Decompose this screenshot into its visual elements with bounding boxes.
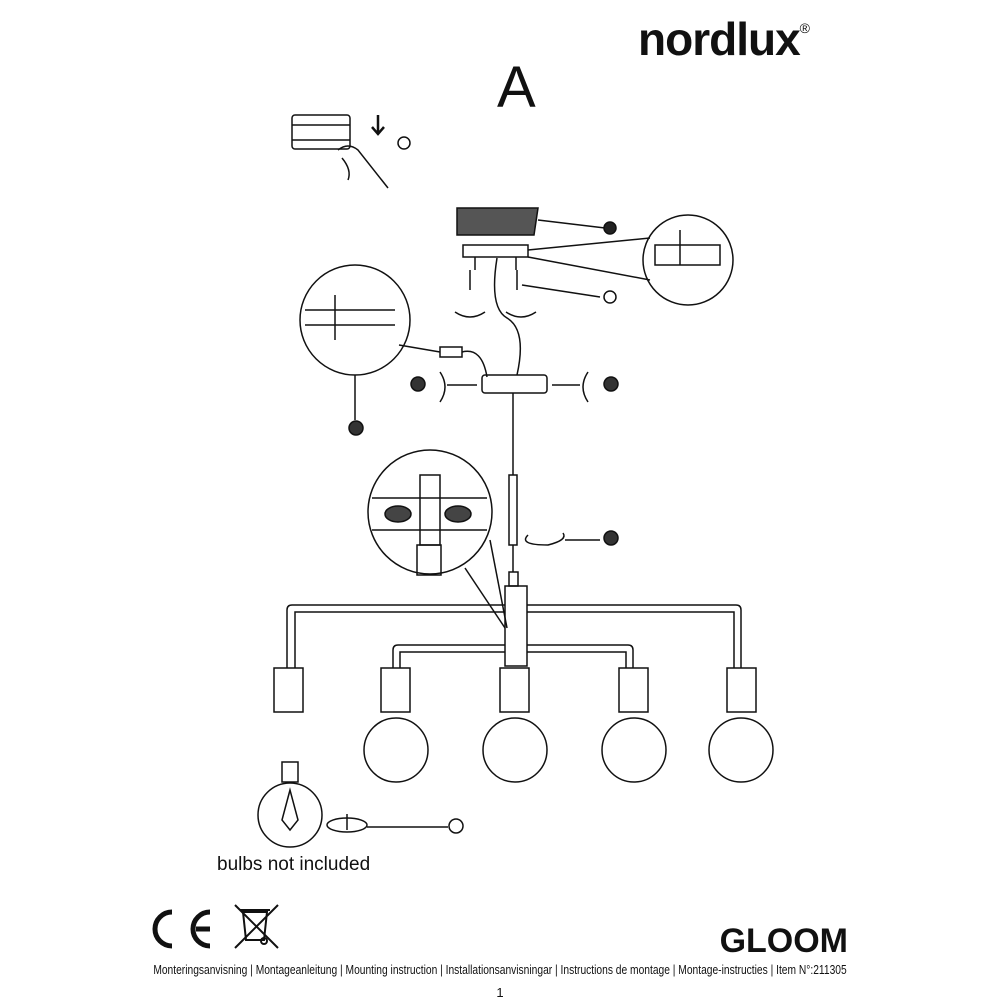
brand-name: nordlux: [638, 13, 801, 65]
bracket-detail-view: [642, 214, 734, 306]
wire-strip-illustration: [291, 114, 411, 189]
bulbs: [363, 717, 774, 783]
ce-mark-icon: [152, 909, 211, 949]
joint-detail-view: [367, 449, 493, 575]
connector-detail-view: [299, 264, 411, 376]
registered-mark: ®: [799, 20, 810, 36]
sockets: [273, 667, 757, 713]
footer-instructions: Monteringsanvisning | Montageanleitung |…: [153, 963, 847, 977]
page-number: 1: [496, 985, 504, 1000]
brand-logo: nordlux®: [638, 12, 810, 66]
bulbs-not-included-note: bulbs not included: [217, 854, 371, 875]
ceiling-section: [456, 207, 617, 236]
center-hub: [504, 585, 528, 667]
product-name: GLOOM: [719, 922, 848, 960]
canopy: [481, 374, 548, 394]
weee-crossed-bin-icon: [234, 904, 279, 949]
step-label: A: [497, 55, 536, 120]
mounting-bracket: [454, 237, 651, 318]
bulb-install-illustration: [257, 761, 464, 848]
